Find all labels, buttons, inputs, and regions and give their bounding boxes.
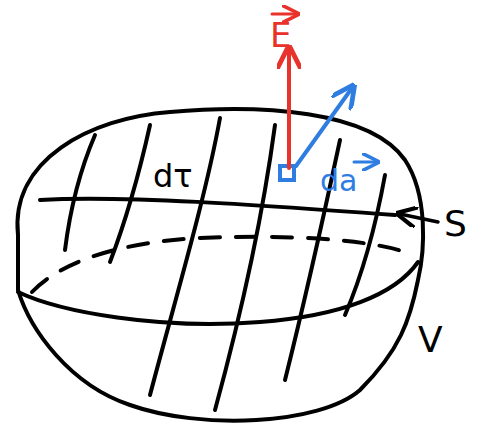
grid-line <box>110 125 150 262</box>
vector-mark <box>354 161 376 164</box>
grid-line <box>215 125 275 410</box>
area-label: da <box>320 166 357 196</box>
hidden-edge <box>32 237 405 292</box>
field-label: E <box>270 18 291 52</box>
grid-line <box>65 135 95 250</box>
surface-label: S <box>444 206 467 242</box>
volume-label: V <box>418 322 443 358</box>
surface-edge <box>18 262 418 324</box>
grid-line <box>345 175 385 315</box>
volume-element-label: dτ <box>150 160 196 192</box>
leader-line <box>400 214 438 222</box>
grid-line <box>150 118 220 395</box>
normal-arrow <box>296 88 352 166</box>
grid-line <box>40 199 395 215</box>
volume-outline <box>17 109 423 421</box>
vector-mark <box>272 13 296 16</box>
field-arrow <box>287 50 291 168</box>
area-element <box>280 166 294 180</box>
